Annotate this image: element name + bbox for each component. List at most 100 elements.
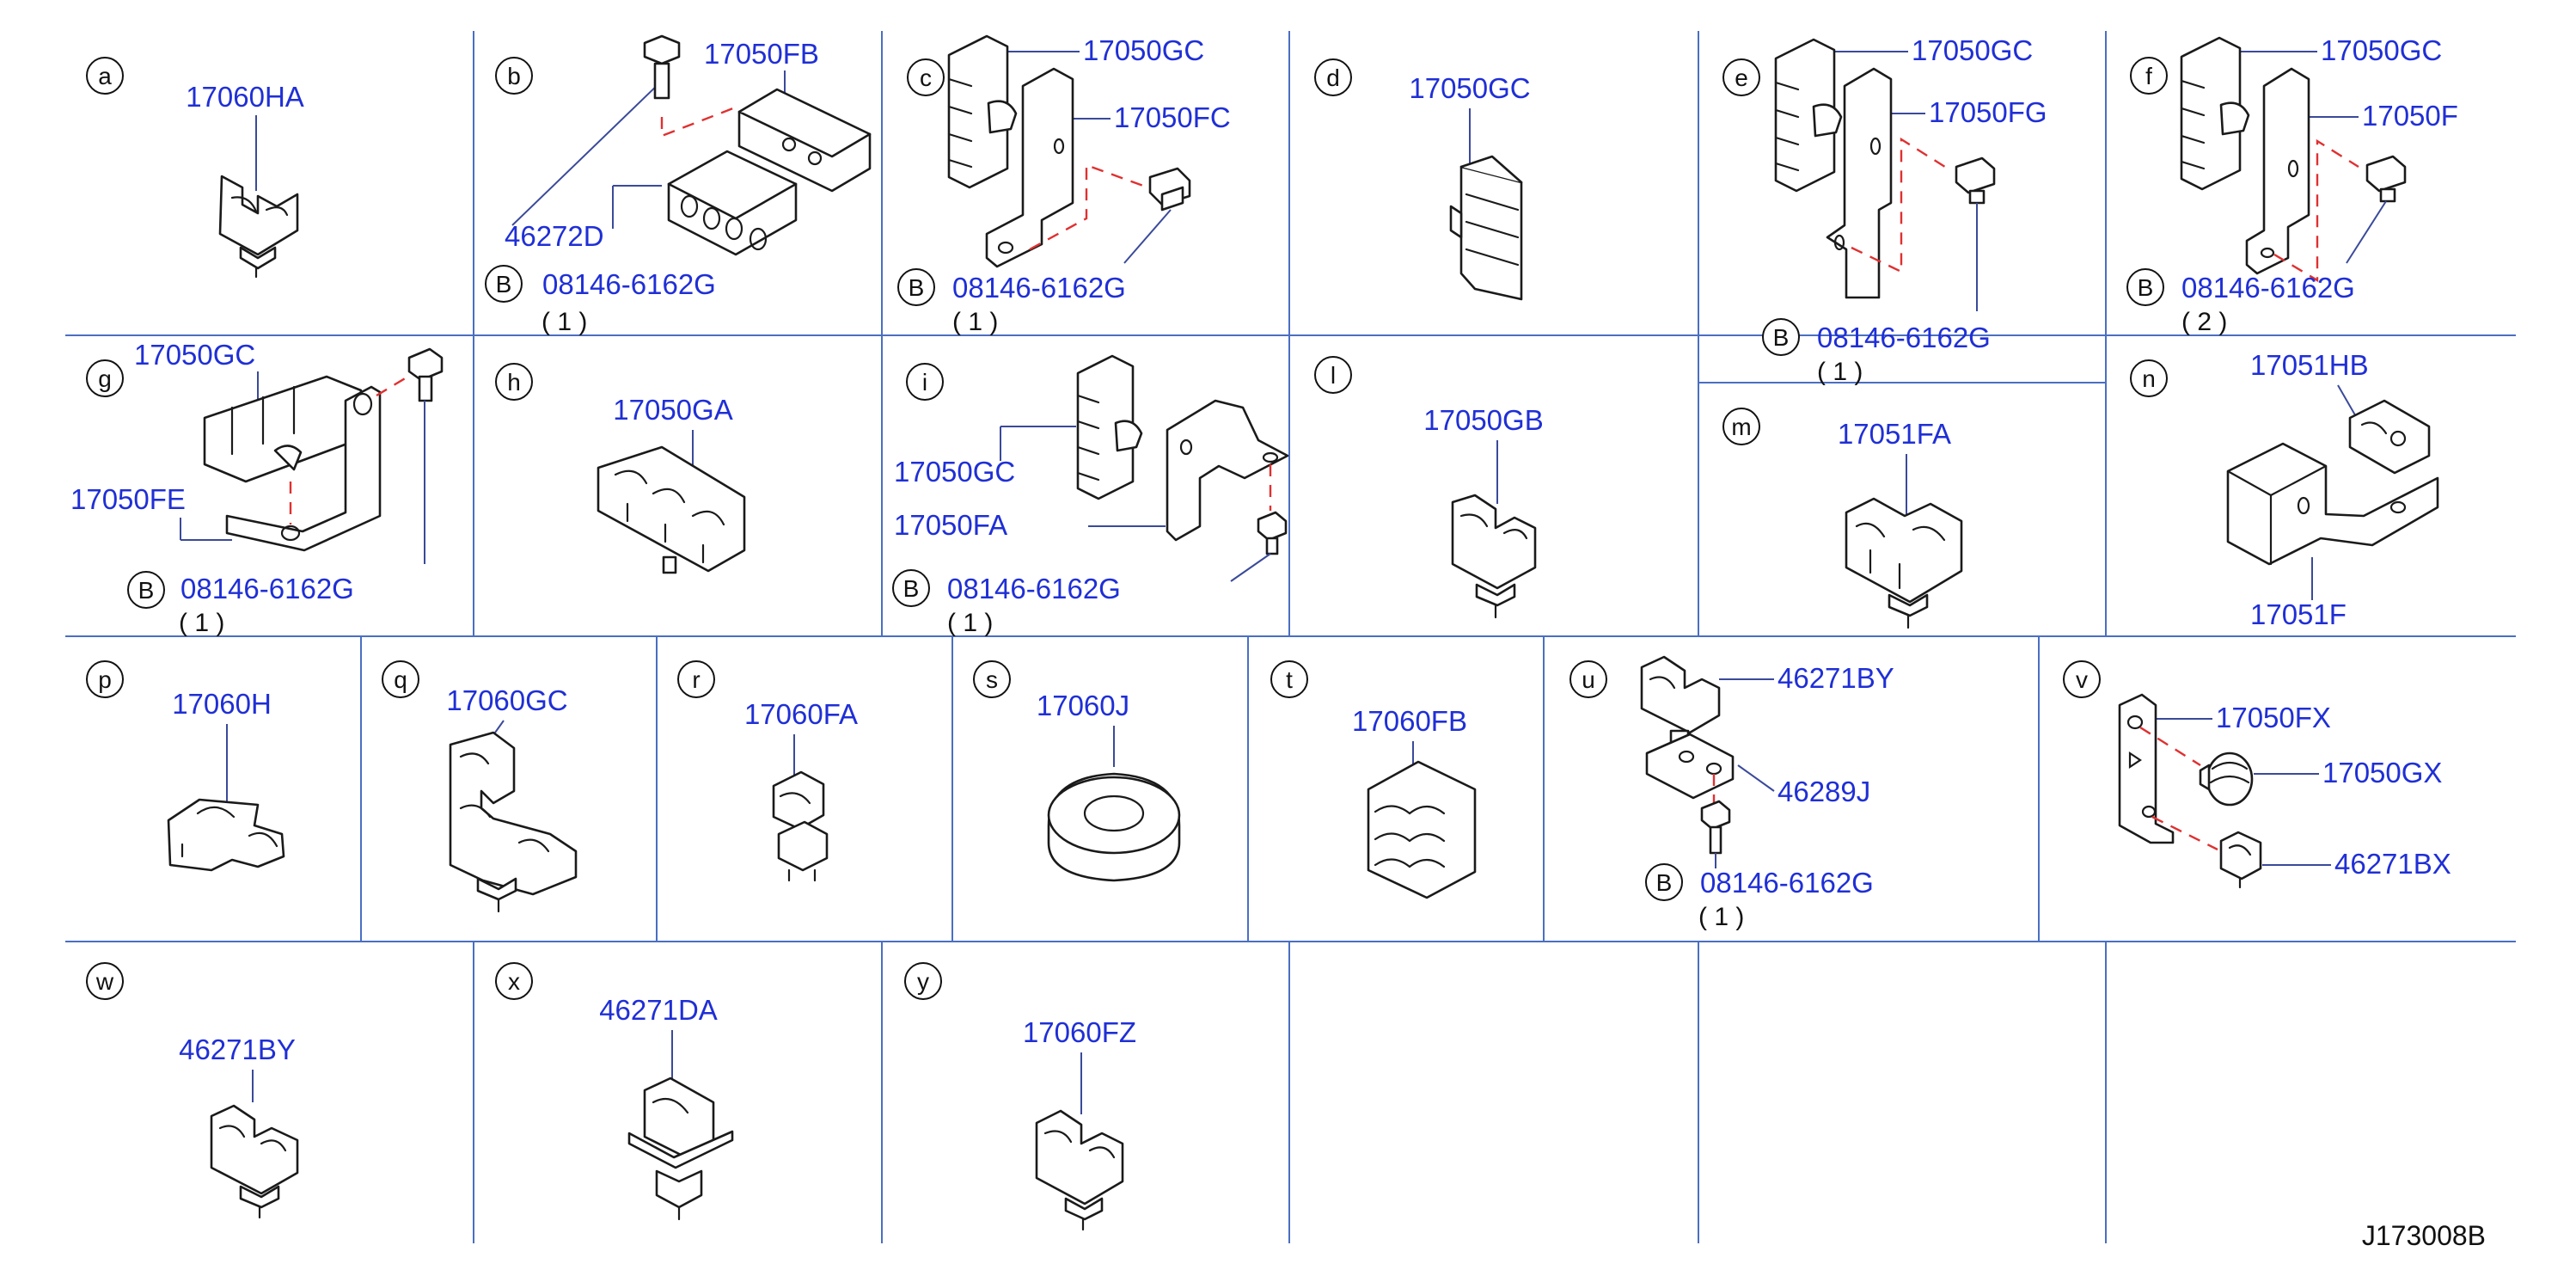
part-number-label[interactable]: 17060FA — [744, 698, 858, 730]
panel-i: i 17050GC 17050FA B 08146-6162G ( 1 ) — [892, 354, 1289, 637]
panel-letter-ring — [86, 962, 124, 1000]
part-number-label[interactable]: 17050F — [2362, 100, 2458, 132]
part-number-label[interactable]: 17050FE — [70, 483, 186, 515]
bolt-part-number[interactable]: 08146-6162G — [542, 268, 716, 300]
assembly-dash — [1851, 137, 1949, 273]
part-number-label[interactable]: 17050GC — [134, 339, 255, 371]
part-number-label[interactable]: 17050GX — [2322, 757, 2442, 788]
assembly-dash — [376, 373, 412, 397]
part-number-label[interactable]: 17060J — [1037, 690, 1129, 721]
panel-letter: c — [920, 64, 932, 91]
bolt-marker-ring — [2126, 268, 2164, 306]
part-number-label[interactable]: 17060FZ — [1023, 1016, 1136, 1048]
bolt-marker-ring — [1645, 863, 1683, 901]
bolt-part-number[interactable]: 08146-6162G — [1700, 867, 1874, 899]
panel-letter-ring — [382, 660, 419, 698]
part-number-label[interactable]: 17050GB — [1423, 404, 1543, 436]
panel-a: a 17060HA — [86, 57, 304, 279]
quantity-label: ( 1 ) — [1817, 358, 1863, 386]
hose-clip-drawing — [210, 1104, 299, 1219]
assembly-dash — [2273, 138, 2359, 283]
bolt-marker-ring — [892, 569, 930, 607]
part-number-label[interactable]: 17050GA — [613, 394, 732, 426]
bolt-part-number[interactable]: 08146-6162G — [1817, 322, 1991, 353]
grid-lines — [65, 31, 2516, 1243]
part-number-label[interactable]: 17060HA — [186, 81, 304, 113]
part-number-label[interactable]: 46271BY — [1778, 662, 1894, 694]
triple-clip-drawing — [597, 445, 746, 574]
part-number-label[interactable]: 46289J — [1778, 776, 1870, 807]
bolt-drawing — [1148, 167, 1191, 212]
panel-letter-ring — [2130, 57, 2168, 95]
part-number-label[interactable]: 17060GC — [446, 684, 567, 716]
part-number-label[interactable]: 17060FB — [1352, 705, 1467, 737]
panel-x: x 46271DA — [495, 962, 734, 1221]
panel-letter: m — [1731, 414, 1751, 440]
part-number-label[interactable]: 17050GC — [1083, 34, 1204, 66]
panel-letter: v — [2076, 666, 2088, 693]
panel-letter: r — [692, 666, 700, 693]
part-number-label[interactable]: 17050GC — [894, 456, 1015, 488]
panel-h: h 17050GA — [495, 363, 746, 574]
panel-letter: d — [1326, 64, 1340, 91]
panel-letter: e — [1735, 64, 1748, 91]
part-number-label[interactable]: 17050GC — [1409, 72, 1530, 104]
panel-letter: t — [1286, 666, 1293, 693]
panel-l: l 17050GB — [1314, 356, 1544, 619]
bolt-part-number[interactable]: 08146-6162G — [2181, 272, 2355, 304]
multi-clip-drawing — [203, 375, 363, 483]
panel-letter-ring — [495, 962, 533, 1000]
multi-clip-drawing — [1076, 354, 1143, 500]
part-number-label[interactable]: 46272D — [505, 220, 604, 252]
panel-letter-ring — [2130, 359, 2168, 397]
panel-s: s 17060J — [973, 660, 1181, 882]
panel-letter: g — [98, 365, 112, 392]
part-number-label[interactable]: 17050FC — [1114, 101, 1231, 133]
quantity-label: ( 1 ) — [179, 609, 224, 637]
part-number-label[interactable]: 46271BY — [179, 1034, 296, 1065]
hose-clip-drawing — [1035, 1109, 1124, 1231]
bolt-part-number[interactable]: 08146-6162G — [947, 573, 1121, 604]
part-number-label[interactable]: 46271DA — [599, 994, 718, 1026]
panel-letter: x — [508, 968, 520, 995]
part-number-label[interactable]: 17051FA — [1838, 418, 1951, 450]
drawing-code: J173008B — [2362, 1220, 2486, 1251]
part-number-label[interactable]: 17050FG — [1929, 96, 2047, 128]
panel-letter-ring — [1314, 356, 1352, 394]
leader-line — [1123, 209, 1172, 264]
assembly-dash — [1029, 163, 1144, 251]
part-number-label[interactable]: 17051HB — [2250, 349, 2369, 381]
part-number-label[interactable]: 17050FA — [894, 509, 1007, 541]
bolt-marker: B — [138, 577, 155, 604]
leader-line — [511, 80, 663, 226]
panel-letter-ring — [904, 962, 942, 1000]
part-number-label[interactable]: 17051F — [2250, 598, 2347, 630]
multi-clip-drawing — [1774, 38, 1843, 193]
panel-y: y 17060FZ — [904, 962, 1136, 1231]
panel-b: b 17050FB 46272D B 08146-6162G ( 1 ) — [485, 34, 872, 336]
part-number-label[interactable]: 17050GC — [2321, 34, 2442, 66]
part-number-label[interactable]: 46271BX — [2334, 848, 2451, 880]
part-number-label[interactable]: 17050FB — [704, 38, 819, 70]
quantity-label: ( 1 ) — [542, 308, 587, 336]
part-number-label[interactable]: 17060H — [172, 688, 272, 720]
panel-letter-ring — [1569, 660, 1607, 698]
grommet-drawing — [2199, 751, 2254, 807]
panel-letter-ring — [1722, 408, 1760, 445]
panel-letter: h — [507, 369, 521, 396]
bolt-drawing — [1955, 156, 1996, 205]
part-number-label[interactable]: 17050GC — [1912, 34, 2033, 66]
part-number-label[interactable]: 17050FX — [2216, 702, 2331, 733]
panel-letter: y — [917, 968, 929, 995]
panel-q: q 17060GC — [382, 660, 578, 913]
bolt-marker: B — [496, 271, 512, 298]
panel-g: g 17050GC 17050FE B 08146-6162G ( 1 ) — [70, 339, 444, 637]
panel-n: n 17051HB 17051F — [2130, 349, 2439, 630]
bolt-part-number[interactable]: 08146-6162G — [952, 272, 1126, 304]
panel-r: r 17060FA — [677, 660, 858, 882]
hose-clip-drawing — [1640, 655, 1721, 745]
panel-letter: n — [2142, 365, 2156, 392]
panel-letter-ring — [495, 363, 533, 401]
bolt-part-number[interactable]: 08146-6162G — [181, 573, 354, 604]
